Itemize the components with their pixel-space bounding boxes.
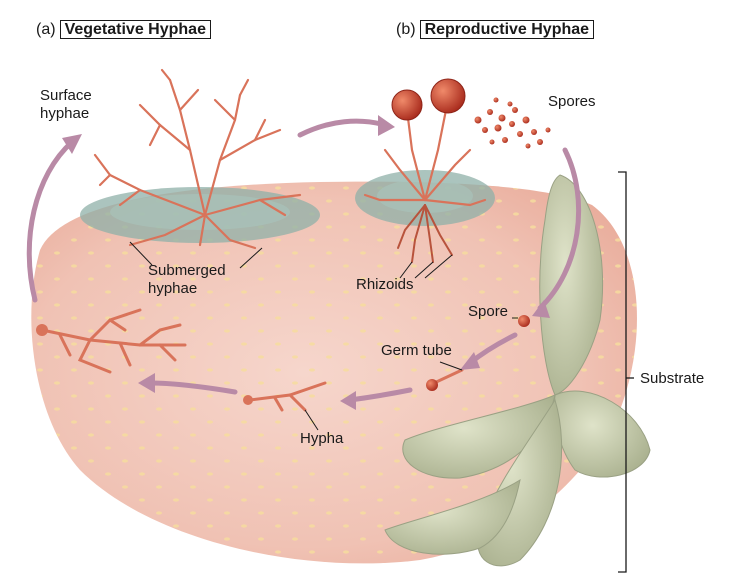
germ-tube xyxy=(430,368,464,386)
panel-a-header: (a)Vegetative Hyphae xyxy=(36,20,211,40)
label-spore: Spore xyxy=(468,303,509,320)
sporangium-right xyxy=(430,78,466,114)
arrow-heads xyxy=(62,115,550,410)
label-submerged-hyphae: Submerged hyphae xyxy=(148,262,226,297)
sporangium-left xyxy=(391,89,423,121)
panel-a-title: Vegetative Hyphae xyxy=(59,20,211,39)
label-substrate: Substrate xyxy=(640,370,705,387)
panel-b-header: (b)Reproductive Hyphae xyxy=(396,20,595,40)
rhizoid-strands xyxy=(397,204,453,263)
label-hypha: Hypha xyxy=(300,430,344,447)
label-spores: Spores xyxy=(548,93,596,110)
label-rhizoids: Rhizoids xyxy=(356,276,414,293)
panel-a-letter: (a) xyxy=(36,21,56,38)
label-surface-hyphae: Surface hyphae xyxy=(40,87,92,122)
cycle-arrows xyxy=(26,118,582,403)
panel-b-letter: (b) xyxy=(396,21,416,38)
leader-lines xyxy=(129,241,518,431)
reproductive-hyphae xyxy=(363,108,487,207)
spore-cloud xyxy=(474,97,551,149)
label-germ-tube: Germ tube xyxy=(381,342,452,359)
panel-b-title: Reproductive Hyphae xyxy=(419,20,595,39)
substrate-bracket xyxy=(618,171,634,573)
surface-hyphae xyxy=(93,68,302,250)
mature-hypha xyxy=(40,308,187,374)
single-spore xyxy=(518,315,530,327)
young-hypha xyxy=(248,381,327,412)
